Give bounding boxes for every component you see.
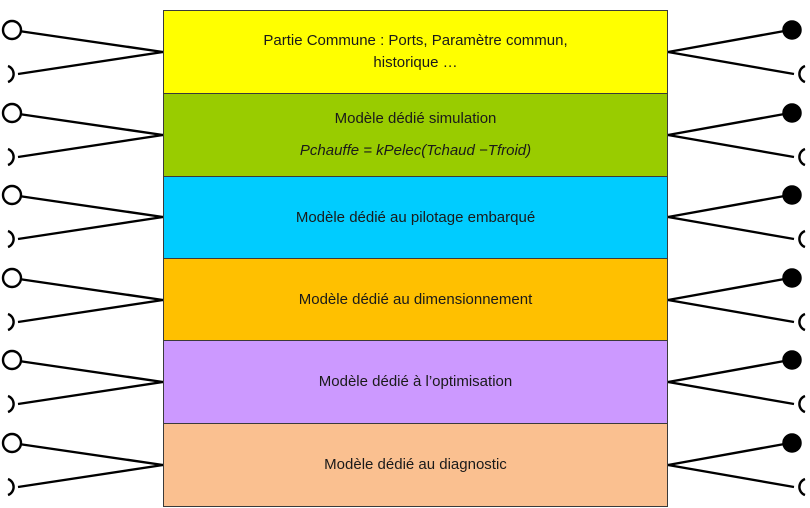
right-filled-port-icon — [782, 268, 802, 288]
right-port-line — [667, 276, 791, 302]
layer-common-part-line-2: historique … — [373, 54, 458, 71]
left-port-line — [17, 463, 164, 489]
left-port-line — [17, 50, 164, 76]
left-port-line — [11, 28, 164, 54]
right-port-line — [667, 50, 795, 76]
right-filled-port-icon — [782, 350, 802, 370]
left-open-port-icon — [1, 267, 23, 289]
model-layer-stack: Partie Commune : Ports, Paramètre commun… — [163, 10, 670, 508]
layer-sizing-label: Modèle dédié au dimensionnement — [298, 290, 533, 308]
right-cup-port-icon — [798, 312, 806, 332]
right-filled-port-icon — [782, 433, 802, 453]
right-cup-port-icon — [798, 394, 806, 414]
left-cup-port-icon — [7, 312, 15, 332]
right-port-line — [667, 133, 795, 159]
right-port-line — [667, 463, 795, 489]
left-port-line — [17, 298, 164, 324]
left-port-line — [11, 276, 164, 302]
left-open-port-icon — [1, 184, 23, 206]
left-port-line — [17, 380, 164, 406]
left-port-line — [17, 133, 164, 159]
layer-embedded-control-label: Modèle dédié au pilotage embarqué — [295, 208, 536, 226]
layer-simulation-model: Modèle dédié simulation Pchauffe = kPele… — [163, 93, 668, 177]
layer-diagnostic-label: Modèle dédié au diagnostic — [324, 456, 507, 474]
layer-embedded-control-model: Modèle dédié au pilotage embarqué — [163, 176, 668, 259]
left-open-port-icon — [1, 102, 23, 124]
left-cup-port-icon — [7, 64, 15, 84]
left-port-line — [11, 358, 164, 384]
layer-common-part-line-1: Partie Commune : Ports, Paramètre commun… — [263, 32, 568, 50]
layer-simulation-model-label: Modèle dédié simulation — [334, 110, 497, 128]
left-open-port-icon — [1, 432, 23, 454]
layer-diagnostic-model: Modèle dédié au diagnostic — [163, 423, 668, 507]
left-cup-port-icon — [7, 477, 15, 497]
right-port-line — [667, 193, 791, 219]
right-port-line — [667, 111, 791, 137]
right-port-line — [667, 298, 795, 324]
right-cup-port-icon — [798, 64, 806, 84]
right-cup-port-icon — [798, 229, 806, 249]
right-port-line — [667, 441, 791, 467]
left-port-line — [11, 111, 164, 137]
right-port-line — [667, 28, 791, 54]
left-port-line — [17, 215, 164, 241]
right-port-line — [667, 215, 795, 241]
left-open-port-icon — [1, 349, 23, 371]
left-port-line — [11, 441, 164, 467]
right-port-line — [667, 380, 795, 406]
left-cup-port-icon — [7, 229, 15, 249]
right-port-line — [667, 358, 791, 384]
right-cup-port-icon — [798, 147, 806, 167]
left-cup-port-icon — [7, 394, 15, 414]
layer-common-part: Partie Commune : Ports, Paramètre commun… — [163, 10, 668, 94]
layer-optimisation-model: Modèle dédié à l’optimisation — [163, 340, 668, 424]
right-filled-port-icon — [782, 20, 802, 40]
left-cup-port-icon — [7, 147, 15, 167]
right-filled-port-icon — [782, 185, 802, 205]
right-cup-port-icon — [798, 477, 806, 497]
layer-optimisation-label: Modèle dédié à l’optimisation — [318, 373, 513, 391]
right-filled-port-icon — [782, 103, 802, 123]
simulation-formula: Pchauffe = kPelec(Tchaud −Tfroid) — [299, 142, 532, 159]
left-port-line — [11, 193, 164, 219]
layer-sizing-model: Modèle dédié au dimensionnement — [163, 258, 668, 341]
left-open-port-icon — [1, 19, 23, 41]
